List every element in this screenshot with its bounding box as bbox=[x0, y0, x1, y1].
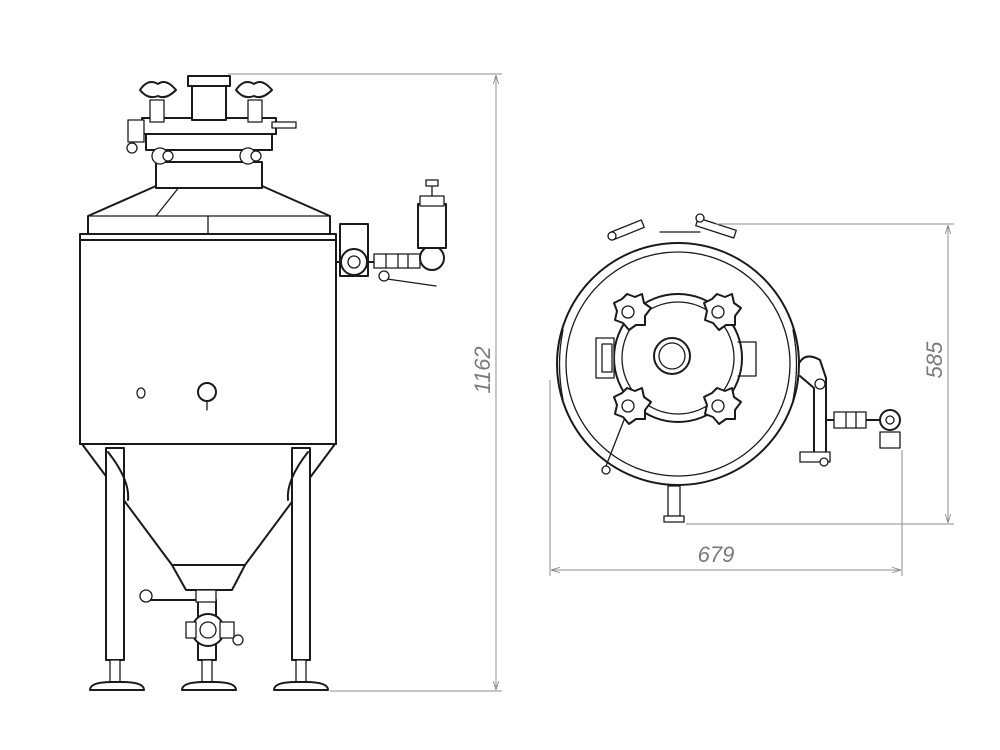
side-pipe-valve bbox=[799, 355, 901, 467]
top-clamps bbox=[607, 213, 737, 241]
thermowell-port bbox=[136, 387, 146, 399]
height-dimension: 1162 bbox=[228, 73, 502, 692]
bottom-outlet-valve bbox=[139, 589, 244, 647]
legs bbox=[89, 447, 329, 691]
lid-handle bbox=[737, 341, 757, 377]
bottom-outlet bbox=[601, 419, 685, 523]
height-dimension-label: 1162 bbox=[470, 346, 495, 393]
width-dimension: 679 bbox=[549, 380, 903, 576]
top-view: 585 679 bbox=[549, 213, 954, 576]
sample-port bbox=[197, 382, 217, 402]
star-knobs bbox=[613, 293, 742, 425]
top-shoulder bbox=[87, 185, 331, 235]
center-port bbox=[653, 337, 691, 375]
cylindrical-body bbox=[79, 233, 337, 445]
manway-assembly bbox=[126, 75, 297, 189]
width-dimension-label: 679 bbox=[698, 542, 735, 567]
front-view: 1162 bbox=[79, 73, 502, 692]
depth-dimension: 585 bbox=[686, 223, 954, 525]
depth-dimension-label: 585 bbox=[922, 341, 947, 378]
pressure-valve-assembly bbox=[335, 179, 447, 287]
